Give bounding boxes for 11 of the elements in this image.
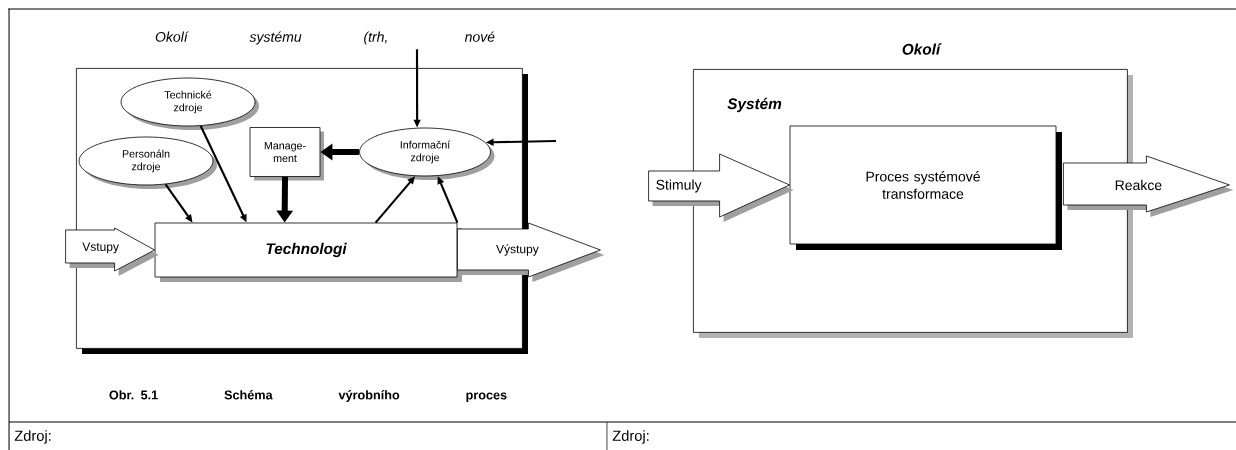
source-text: Zdroj: xyxy=(14,430,51,444)
heading-text: Okolí xyxy=(902,43,942,55)
block-arrow xyxy=(1063,155,1234,217)
figure-caption: Obr. 5.1 Schéma výrobního proces xyxy=(109,390,507,402)
block-arrow xyxy=(648,153,794,222)
heading-text: Okolí systému (trh, nové xyxy=(155,31,495,45)
process-box: Technologi xyxy=(154,222,462,282)
process-box: Proces systémové transformace xyxy=(789,125,1062,250)
source-text: Zdroj: xyxy=(612,430,649,444)
management-box: Manage- ment xyxy=(249,127,324,181)
block-arrow xyxy=(457,222,605,282)
